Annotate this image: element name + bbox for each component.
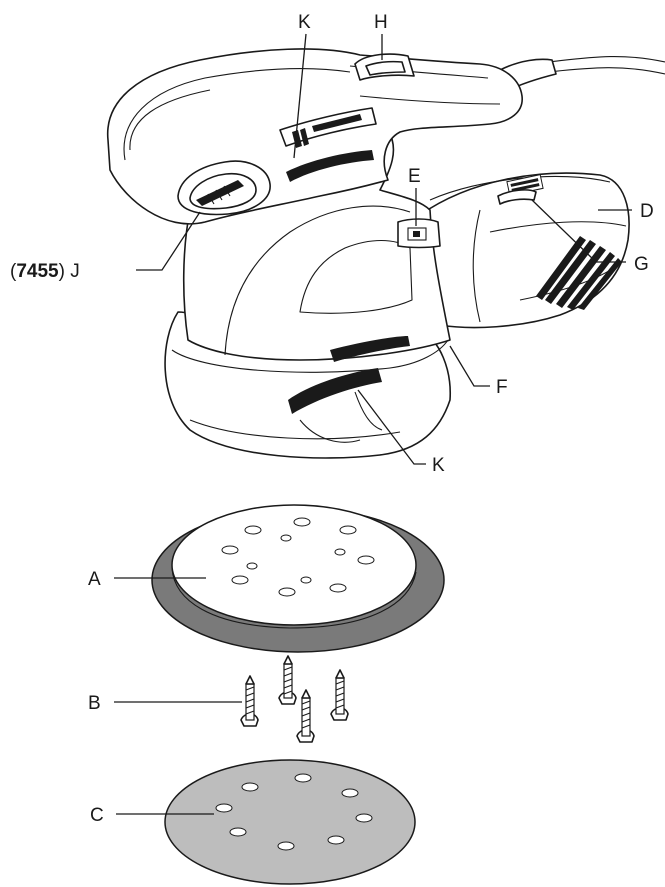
screws [240, 655, 349, 743]
screw [240, 675, 259, 727]
label-h: H [374, 12, 388, 33]
screw [278, 655, 297, 705]
leader-j [136, 211, 201, 271]
label-c: C [90, 805, 104, 826]
canister-release-tab [497, 189, 537, 205]
switch-e [397, 218, 441, 249]
handle-palm-inner [129, 89, 211, 151]
leader-k-top [293, 33, 307, 159]
base-housing-band [171, 339, 449, 373]
label-d: D [640, 201, 654, 222]
label-e: E [408, 166, 421, 187]
label-k-bottom: K [432, 455, 445, 476]
label-j: J [70, 261, 80, 282]
speed-control-label [279, 107, 377, 148]
screw [330, 669, 349, 721]
vent-slot-top [286, 150, 374, 182]
backing-pad [151, 504, 445, 653]
screw [296, 689, 315, 743]
sanding-disc [164, 759, 416, 885]
canister-top-ridge [429, 175, 611, 201]
leader-lines [114, 33, 632, 815]
base-housing-lower-band [189, 419, 401, 440]
label-a: A [88, 569, 101, 590]
speed-dial [177, 160, 271, 216]
label-b: B [88, 693, 101, 714]
front-vents [288, 336, 410, 443]
label-f: F [496, 377, 508, 398]
leader-f [449, 345, 490, 387]
leader-k-bottom [357, 389, 426, 465]
model-number: 7455 [16, 261, 59, 282]
handle-grip-line [359, 95, 501, 105]
label-g: G [634, 254, 649, 275]
power-cord [547, 56, 665, 63]
housing-panel-inner [299, 240, 413, 314]
on-off-switch [354, 53, 415, 81]
power-cord-edge [547, 67, 665, 75]
leader-g [531, 199, 626, 263]
canister-vents [536, 236, 622, 310]
housing-side-panel [224, 205, 411, 356]
label-k-top: K [298, 12, 311, 33]
canister-side-ridge [472, 209, 481, 323]
label-j-model: (7455) J [10, 261, 80, 282]
handle-palm-area [123, 68, 351, 161]
canister-lower-ridge [489, 221, 627, 233]
